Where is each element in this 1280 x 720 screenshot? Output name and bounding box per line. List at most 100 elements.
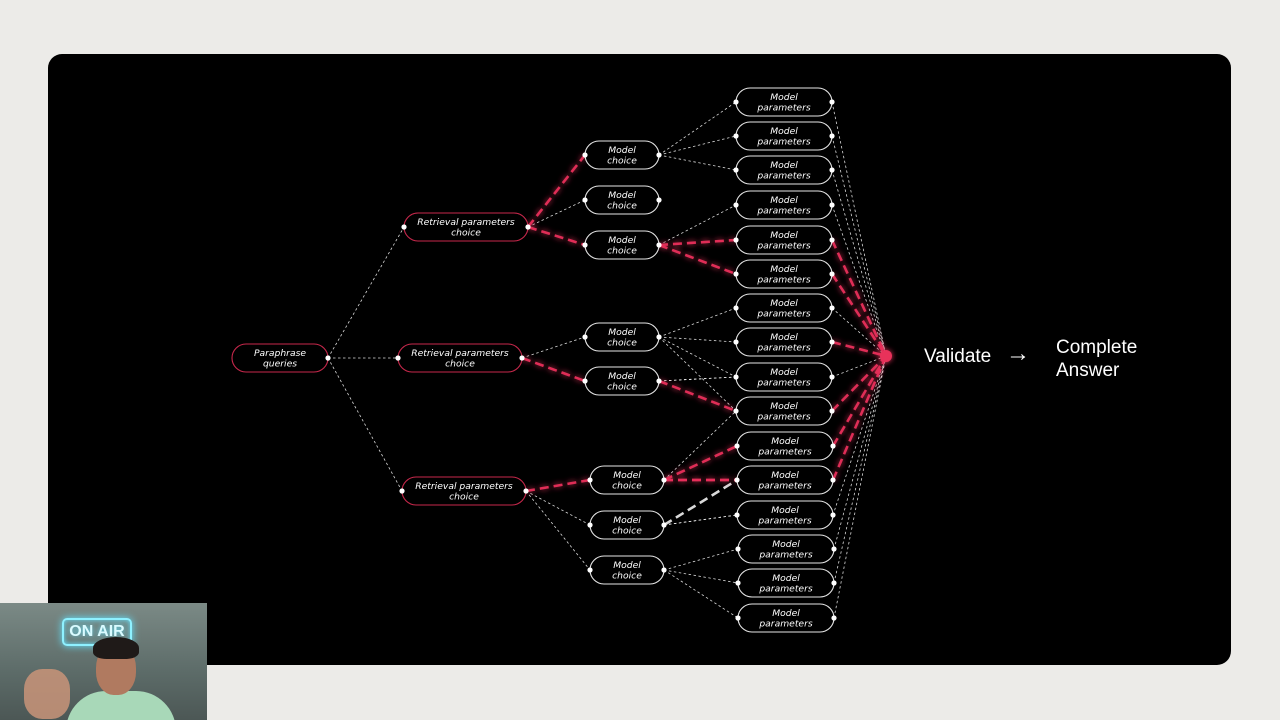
- model-parameters-node-7-label-line: parameters: [756, 309, 811, 320]
- highlighted-edge: [658, 379, 737, 413]
- edge: [327, 226, 405, 359]
- model-choice-node-2-label-line: choice: [607, 201, 637, 212]
- edge: [658, 307, 737, 338]
- connector-dot: [829, 99, 835, 105]
- connector-dot: [661, 522, 667, 528]
- connector-dot: [735, 615, 741, 621]
- edge: [663, 514, 738, 526]
- retrieval-parameters-node-3-label-line: Retrieval parameters: [415, 481, 513, 492]
- model-choice-node-3-label-line: Model: [608, 235, 636, 246]
- model-parameters-node-1-label-line: Model: [770, 92, 798, 103]
- connector-dot: [733, 408, 739, 414]
- model-parameters-node-10-label-line: parameters: [756, 412, 811, 423]
- complete-answer-label: Complete Answer: [1056, 336, 1137, 382]
- connector-dot: [735, 546, 741, 552]
- retrieval-parameters-node-2-label-line: choice: [445, 359, 475, 370]
- model-parameters-node-11-label-line: Model: [771, 436, 799, 447]
- edge: [521, 336, 586, 359]
- model-parameters-node-16-label-line: Model: [772, 608, 800, 619]
- connector-dot: [523, 488, 529, 494]
- model-parameters-node-4-label-line: parameters: [756, 206, 811, 217]
- edge: [658, 336, 737, 343]
- model-parameters-node-9-label-line: parameters: [756, 378, 811, 389]
- edge: [658, 101, 737, 156]
- connector-dot: [829, 202, 835, 208]
- complete-answer-line1: Complete: [1056, 337, 1138, 358]
- validate-convergence-point: [880, 350, 892, 362]
- edge: [663, 569, 739, 584]
- edge: [663, 410, 737, 481]
- connector-dot: [587, 477, 593, 483]
- model-choice-node-1-label-line: choice: [607, 156, 637, 167]
- model-parameters-node-4-label-line: Model: [770, 195, 798, 206]
- connector-dot: [656, 242, 662, 248]
- edge: [831, 169, 887, 357]
- highlighted-edge: [526, 154, 587, 228]
- retrieval-parameters-node-2-label-line: Retrieval parameters: [411, 348, 509, 359]
- edge: [663, 548, 739, 571]
- model-parameters-node-12-label-line: parameters: [757, 481, 812, 492]
- connector-dot: [829, 167, 835, 173]
- model-parameters-node-14-label-line: parameters: [758, 550, 813, 561]
- connector-dot: [582, 242, 588, 248]
- edge: [327, 357, 403, 492]
- model-parameters-node-7-label-line: Model: [770, 298, 798, 309]
- highlighted-edge: [527, 225, 586, 247]
- webcam-feed: ON AIR: [0, 603, 207, 720]
- connector-dot: [831, 580, 837, 586]
- model-parameters-node-9-label-line: Model: [770, 367, 798, 378]
- model-parameters-node-15-label-line: parameters: [758, 584, 813, 595]
- model-parameters-node-12-label-line: Model: [771, 470, 799, 481]
- model-parameters-node-5-label-line: parameters: [756, 241, 811, 252]
- model-parameters-node-5-label-line: Model: [770, 230, 798, 241]
- model-parameters-node-3-label-line: Model: [770, 160, 798, 171]
- connector-dot: [829, 408, 835, 414]
- connector-dot: [830, 443, 836, 449]
- retrieval-parameters-node-1-label-line: Retrieval parameters: [417, 217, 515, 228]
- edge: [831, 204, 887, 357]
- model-parameters-node-13-label-line: Model: [771, 505, 799, 516]
- connector-dot: [734, 477, 740, 483]
- connector-dot: [582, 152, 588, 158]
- highlighted-edge: [831, 340, 887, 358]
- model-choice-node-3-label-line: choice: [607, 246, 637, 257]
- connector-dot: [399, 488, 405, 494]
- highlighted-edge: [831, 355, 887, 412]
- connector-dot: [325, 355, 331, 361]
- model-choice-node-7-label-line: choice: [612, 526, 642, 537]
- connector-dot: [656, 378, 662, 384]
- connector-dot: [661, 477, 667, 483]
- connector-dot: [733, 99, 739, 105]
- model-parameters-node-14-label-line: Model: [772, 539, 800, 550]
- edge: [658, 336, 737, 378]
- edges-normal: [327, 101, 887, 619]
- edge: [831, 101, 887, 357]
- connector-dot: [656, 334, 662, 340]
- connector-dots: [325, 99, 892, 621]
- retrieval-parameters-node-3-label-line: choice: [449, 492, 479, 503]
- validate-label: Validate: [924, 346, 992, 367]
- model-parameters-node-15-label-line: Model: [772, 573, 800, 584]
- model-choice-node-7-label-line: Model: [613, 515, 641, 526]
- model-choice-node-8-label-line: choice: [612, 571, 642, 582]
- model-choice-node-6-label-line: Model: [613, 470, 641, 481]
- connector-dot: [733, 202, 739, 208]
- model-choice-node-8-label-line: Model: [613, 560, 641, 571]
- complete-answer-line2: Answer: [1056, 360, 1120, 381]
- connector-dot: [831, 615, 837, 621]
- model-parameters-node-2-label-line: Model: [770, 126, 798, 137]
